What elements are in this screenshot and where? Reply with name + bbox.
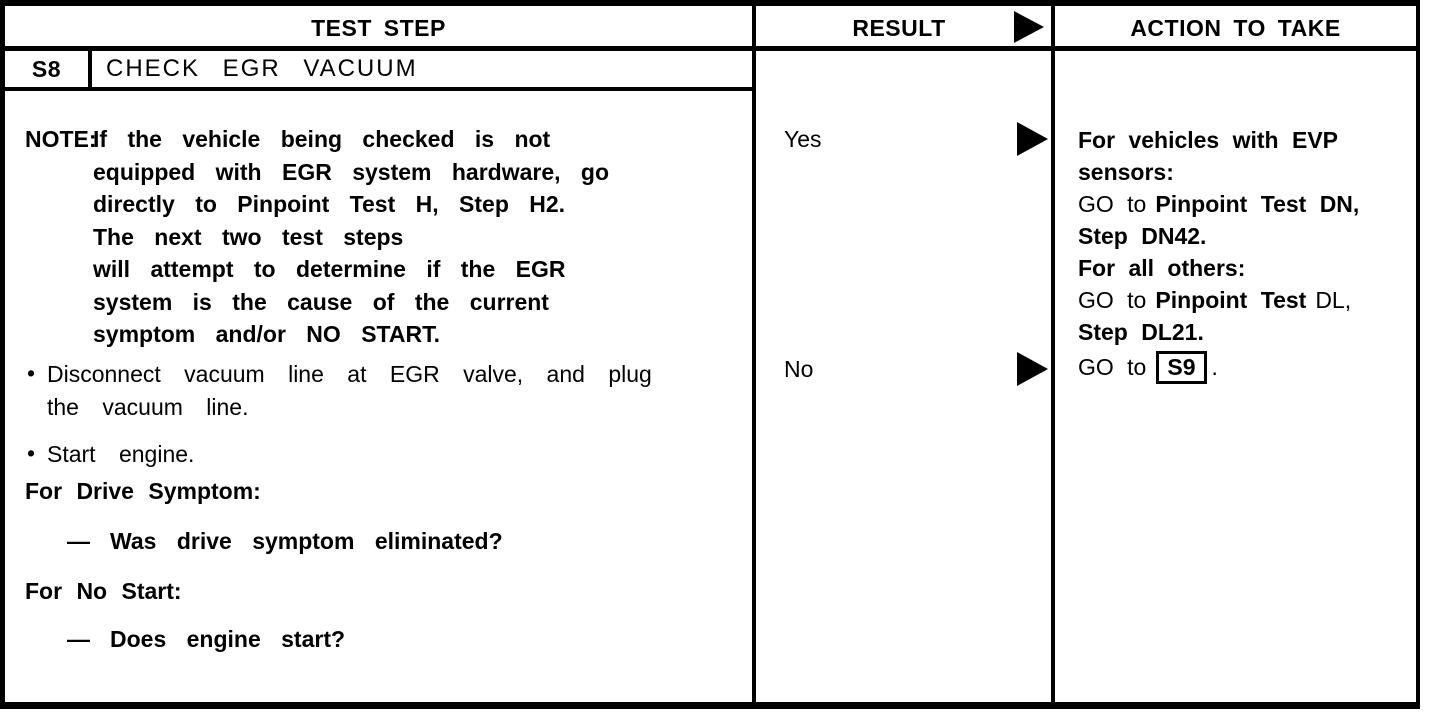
note-line: The next two test steps bbox=[93, 223, 404, 250]
note-line: will attempt to determine if the EGR bbox=[93, 256, 566, 282]
step-title: CHECK EGR VACUUM bbox=[106, 55, 418, 82]
question-text: Was drive symptom eliminated? bbox=[110, 528, 503, 554]
note-line: equipped with EGR system hardware, go bbox=[93, 158, 610, 185]
column-divider-result bbox=[752, 6, 756, 702]
note-line: If the vehicle being checked is not bbox=[93, 126, 551, 152]
question-text: Does engine start? bbox=[110, 626, 346, 652]
list-item-text: Start engine. bbox=[47, 441, 195, 467]
note-line: symptom and/or NO START. bbox=[93, 321, 440, 347]
note-text: If the vehicle being checked is not equi… bbox=[93, 123, 735, 351]
step-id-cell-divider bbox=[88, 51, 92, 87]
table-border-bottom bbox=[0, 702, 1420, 709]
drive-symptom-question: — Was drive symptom eliminated? bbox=[67, 525, 503, 558]
result-yes: Yes bbox=[784, 126, 822, 152]
result-header-arrow-icon bbox=[1014, 11, 1044, 43]
dash-icon: — bbox=[67, 528, 90, 554]
column-header-result: RESULT bbox=[852, 15, 946, 41]
action-line: For all others: bbox=[1078, 255, 1246, 281]
pinpoint-test-ref: Pinpoint Test DN, bbox=[1155, 191, 1360, 217]
go-to-text: GO to bbox=[1078, 354, 1147, 380]
action-no-block: GO to S9. bbox=[1078, 351, 1218, 384]
action-line: Step DL21. bbox=[1078, 319, 1204, 345]
step-title-row-divider bbox=[5, 87, 752, 91]
pinpoint-test-ref: Pinpoint Test bbox=[1155, 287, 1307, 313]
table-border-right bbox=[1416, 0, 1420, 709]
step-reference-box: S9 bbox=[1156, 351, 1207, 384]
bullet-icon: • bbox=[27, 360, 36, 386]
no-start-heading: For No Start: bbox=[25, 578, 182, 604]
table-border-top bbox=[0, 0, 1420, 6]
result-no: No bbox=[784, 356, 814, 382]
action-yes-block: For vehicles with EVP sensors: GO to Pinp… bbox=[1078, 124, 1412, 348]
go-to-text: GO to bbox=[1078, 287, 1147, 313]
go-to-text: GO to bbox=[1078, 191, 1147, 217]
note-line: directly to Pinpoint Test H, Step H2. bbox=[93, 191, 566, 217]
list-item-line: Disconnect vacuum line at EGR valve, and… bbox=[47, 361, 652, 387]
list-item-line: the vacuum line. bbox=[47, 394, 249, 420]
column-header-test-step: TEST STEP bbox=[311, 15, 446, 41]
list-item-start-engine: • Start engine. bbox=[27, 438, 732, 471]
bullet-icon: • bbox=[27, 440, 36, 466]
step-id: S8 bbox=[31, 56, 62, 82]
period-text: . bbox=[1211, 354, 1218, 380]
note-label: NOTE: bbox=[25, 126, 97, 152]
action-line: Step DN42. bbox=[1078, 223, 1207, 249]
action-line: For vehicles with EVP bbox=[1078, 127, 1339, 153]
column-header-action-to-take: ACTION TO TAKE bbox=[1130, 15, 1341, 41]
result-no-arrow-icon bbox=[1017, 352, 1048, 386]
note-block: NOTE: If the vehicle being checked is no… bbox=[25, 123, 735, 351]
drive-symptom-heading: For Drive Symptom: bbox=[25, 478, 261, 504]
header-row-divider bbox=[5, 46, 1416, 51]
action-line: GO to Pinpoint Test DN, bbox=[1078, 188, 1412, 220]
no-start-question: — Does engine start? bbox=[67, 623, 345, 656]
action-line: sensors: bbox=[1078, 159, 1174, 185]
list-item-text: Disconnect vacuum line at EGR valve, and… bbox=[47, 358, 732, 424]
column-divider-action bbox=[1051, 6, 1055, 702]
action-line: GO to Pinpoint Test DL, bbox=[1078, 284, 1412, 316]
list-item-disconnect-vacuum: • Disconnect vacuum line at EGR valve, a… bbox=[27, 358, 732, 424]
note-line: system is the cause of the current bbox=[93, 288, 549, 315]
table-border-left bbox=[0, 0, 5, 709]
result-yes-arrow-icon bbox=[1017, 122, 1048, 156]
test-id-text: DL, bbox=[1315, 287, 1352, 313]
dash-icon: — bbox=[67, 626, 90, 652]
